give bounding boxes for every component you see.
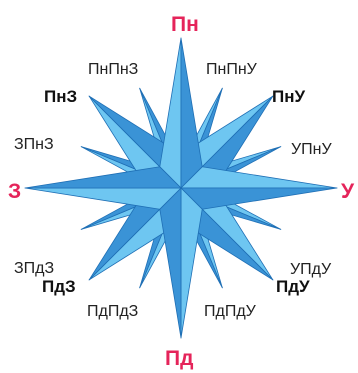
label-west: З: [8, 181, 21, 202]
label-east: У: [341, 181, 354, 202]
label-ese: УПдУ: [290, 262, 331, 278]
label-wnw: ЗПнЗ: [14, 137, 54, 153]
label-southwest: ПдЗ: [42, 278, 76, 295]
label-north: Пн: [171, 14, 199, 35]
label-wsw: ЗПдЗ: [14, 261, 54, 277]
point-n-light-half: [160, 38, 181, 188]
point-w-light-half: [25, 188, 181, 209]
label-ene: УПнУ: [291, 142, 332, 158]
label-sse: ПдПдУ: [204, 304, 256, 320]
label-south: Пд: [165, 348, 193, 369]
point-n-dark-half: [181, 38, 202, 188]
label-northwest: ПнЗ: [44, 88, 77, 105]
label-ssw: ПдПдЗ: [87, 304, 138, 320]
point-s-light-half: [181, 188, 202, 338]
label-southeast: ПдУ: [276, 278, 310, 295]
point-w-dark-half: [25, 167, 181, 188]
point-s-dark-half: [160, 188, 181, 338]
label-northeast: ПнУ: [272, 88, 305, 105]
point-e-dark-half: [181, 188, 337, 209]
label-nnw: ПнПнЗ: [88, 62, 138, 78]
label-nne: ПнПнУ: [206, 62, 257, 78]
point-e-light-half: [181, 167, 337, 188]
